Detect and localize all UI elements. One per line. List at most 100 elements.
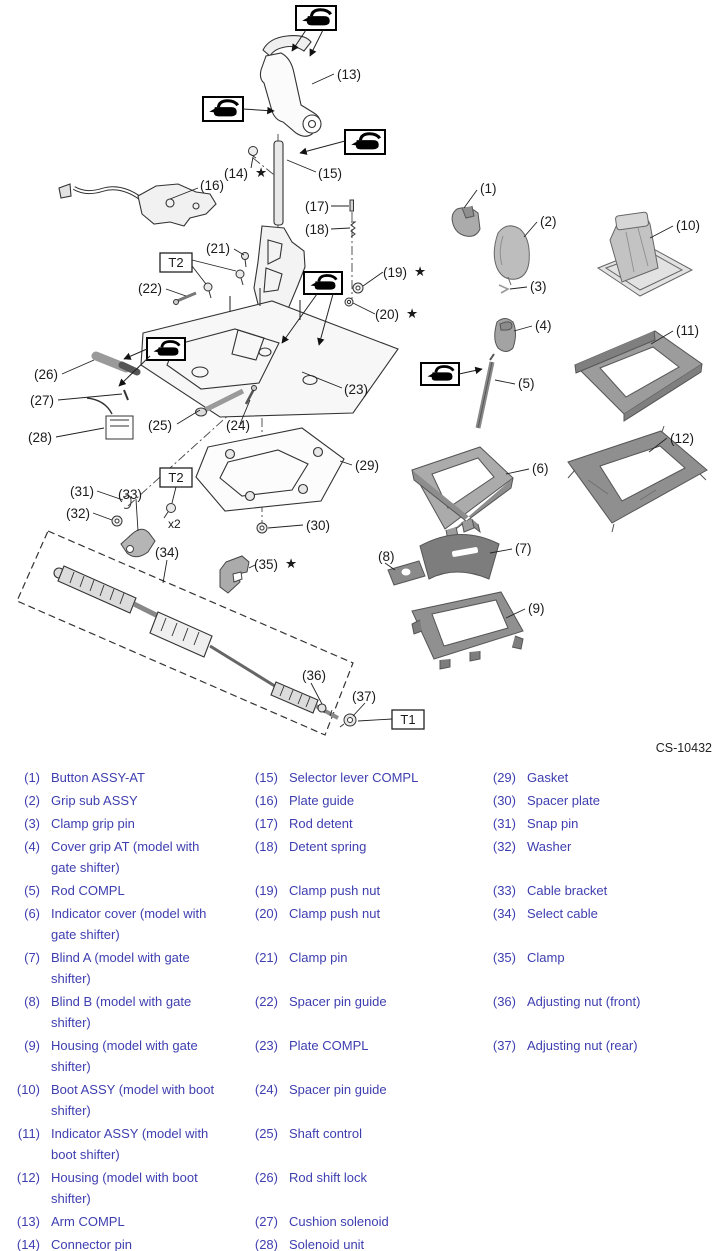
parts-list-row: (14)Connector pin(28)Solenoid unit xyxy=(10,1234,717,1251)
parts-list-row: (4)Cover grip AT (model with gate shifte… xyxy=(10,836,717,878)
parts-list-row: (1)Button ASSY-AT(15)Selector lever COMP… xyxy=(10,767,717,788)
callout-6: (6) xyxy=(532,461,549,476)
parts-list-entry xyxy=(486,1123,717,1165)
torque-label-t1: T1 xyxy=(400,712,415,727)
part-name: Washer xyxy=(527,839,572,854)
parts-list-entry: (12)Housing (model with boot shifter) xyxy=(10,1167,248,1209)
parts-list-row: (5)Rod COMPL (19) Clamp push nut (33)Cable … xyxy=(10,880,717,901)
part-name: Button ASSY-AT xyxy=(51,770,145,785)
part-name: Clamp push nut xyxy=(289,883,381,898)
parts-list-row: (6)Indicator cover (model with gate shif… xyxy=(10,903,717,945)
part-number: (29) xyxy=(492,770,516,785)
part-name: Clamp push nut xyxy=(289,906,381,921)
exploded-diagram: T2 T2 x2 T1 xyxy=(16,5,712,755)
torque-label-t2: T2 xyxy=(168,470,183,485)
callout-3: (3) xyxy=(530,279,547,294)
part-number: (36) xyxy=(492,994,516,1009)
part-number: (19) xyxy=(254,883,278,898)
part-number: (3) xyxy=(24,816,40,831)
part-clamp-pin xyxy=(241,252,249,268)
parts-list-row: (7) Blind A (model with gate shifter) (21)… xyxy=(10,947,717,989)
part-detent-spring xyxy=(350,221,357,238)
callout-15: (15) xyxy=(318,166,342,181)
callout-12: (12) xyxy=(670,431,694,446)
part-clamp-push-nut-19 xyxy=(352,282,364,294)
callout-7: (7) xyxy=(515,541,532,556)
part-number: (7) xyxy=(24,950,40,965)
parts-list-entry xyxy=(486,1167,717,1209)
parts-list-entry: (9)Housing (model with gate shifter) xyxy=(10,1035,248,1077)
part-rod-shift-lock xyxy=(91,351,141,376)
part-gasket xyxy=(195,427,345,512)
parts-list-entry: (22)Spacer pin guide xyxy=(248,991,486,1033)
grease-icon-box-6 xyxy=(420,362,483,386)
part-arm-compl xyxy=(259,35,322,137)
parts-list-entry: (24)Spacer pin guide xyxy=(248,1079,486,1121)
parts-list-entry: (10)Boot ASSY (model with boot shifter) xyxy=(10,1079,248,1121)
parts-list-entry: (34)Select cable xyxy=(486,903,717,945)
parts-list-entry: (16)Plate guide xyxy=(248,790,486,811)
part-name: Housing (model with boot shifter) xyxy=(51,1170,198,1206)
torque-label-t2: T2 xyxy=(168,255,183,270)
callout-18: (18) xyxy=(305,222,329,237)
parts-list-entry: (5)Rod COMPL xyxy=(10,880,248,901)
callout-36: (36) xyxy=(302,668,326,683)
part-name: Plate guide xyxy=(289,793,355,808)
part-connector-pin xyxy=(248,146,258,159)
part-name: Blind A (model with gate shifter) xyxy=(51,950,190,986)
part-select-cable xyxy=(53,565,339,720)
parts-list-entry: (29)Gasket xyxy=(486,767,717,788)
part-torque-screws xyxy=(203,269,245,299)
part-rod-detent xyxy=(349,199,354,212)
part-number: (26) xyxy=(254,1170,278,1185)
callout-5: (5) xyxy=(518,376,535,391)
part-number: (21) xyxy=(254,950,278,965)
part-button-assy xyxy=(451,205,481,237)
part-name: Cover grip AT (model with gate shifter) xyxy=(51,839,200,875)
parts-list-entry: (35)Clamp xyxy=(486,947,717,989)
callout-30: (30) xyxy=(306,518,330,533)
parts-list-entry: (14)Connector pin xyxy=(10,1234,248,1251)
parts-list-entry: (13)Arm COMPL xyxy=(10,1211,248,1232)
parts-list-entry: (21)Clamp pin xyxy=(248,947,486,989)
callout-28: (28) xyxy=(28,430,52,445)
parts-list-entry: (33)Cable bracket xyxy=(486,880,717,901)
part-shaft-control xyxy=(195,388,245,417)
part-selector-lever-compl xyxy=(253,140,306,317)
part-name: Rod COMPL xyxy=(51,883,125,898)
part-name: Housing (model with gate shifter) xyxy=(51,1038,198,1074)
part-name: Cushion solenoid xyxy=(289,1214,389,1229)
callout-8: (8) xyxy=(378,549,395,564)
part-number: (8) xyxy=(24,994,40,1009)
callout-13: (13) xyxy=(337,67,361,82)
part-name: Rod detent xyxy=(289,816,353,831)
parts-list-entry: (3)Clamp grip pin xyxy=(10,813,248,834)
callout-20: (20) xyxy=(375,307,399,322)
callout-32: (32) xyxy=(66,506,90,521)
part-spacer-pin-guide-22 xyxy=(173,291,197,305)
parts-list-entry: (32)Washer xyxy=(486,836,717,878)
parts-list-row: (12)Housing (model with boot shifter) (26… xyxy=(10,1167,717,1209)
star-19: ★ xyxy=(414,264,426,279)
part-number: (28) xyxy=(254,1237,278,1251)
parts-list-entry: (19) Clamp push nut xyxy=(248,880,486,901)
part-indicator-assy xyxy=(574,330,703,422)
part-housing-boot xyxy=(567,425,708,533)
callout-17: (17) xyxy=(305,199,329,214)
part-blind-b xyxy=(387,560,426,586)
torque-box-t1: T1 xyxy=(357,709,425,730)
parts-list-entry: (1)Button ASSY-AT xyxy=(10,767,248,788)
callout-9: (9) xyxy=(528,601,545,616)
part-number: (27) xyxy=(254,1214,278,1229)
part-adjusting-nut-rear xyxy=(339,713,357,728)
parts-list-row: (13)Arm COMPL (27) Cushion solenoid xyxy=(10,1211,717,1232)
callout-16: (16) xyxy=(200,178,224,193)
part-snap-pin xyxy=(123,495,132,509)
parts-list-entry: (20)Clamp push nut xyxy=(248,903,486,945)
part-clamp-grip-pin xyxy=(498,284,510,294)
callout-31: (31) xyxy=(70,484,94,499)
callout-25: (25) xyxy=(148,418,172,433)
parts-list-entry: (17)Rod detent xyxy=(248,813,486,834)
callout-23: (23) xyxy=(344,382,368,397)
part-name: Adjusting nut (rear) xyxy=(527,1038,638,1053)
